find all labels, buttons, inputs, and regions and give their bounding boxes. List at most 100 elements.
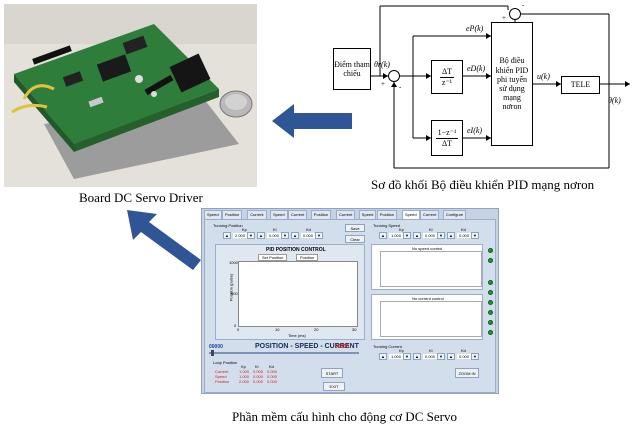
loop-header-ki: Ki (255, 364, 259, 369)
current-kp-inc-button[interactable]: ▼ (403, 353, 411, 360)
kd-label: Kd (306, 227, 311, 232)
tab-current[interactable]: Current (288, 210, 308, 219)
tab-current[interactable]: Current (247, 210, 267, 219)
speed-plot-area (380, 251, 482, 287)
kp-label: Kp (242, 227, 247, 232)
board-caption: Board DC Servo Driver (79, 190, 203, 205)
tab-position[interactable]: Position (376, 210, 398, 219)
current-ki-dec-button[interactable]: ▲ (413, 353, 421, 360)
current-chart: No current control (371, 294, 483, 340)
tab-speed[interactable]: Speed (402, 210, 420, 219)
kd-value[interactable]: 0.000 (301, 233, 316, 238)
current-ki-value[interactable]: 0.000 (423, 354, 438, 359)
integral-block: 1−z⁻¹ ΔT (431, 120, 463, 156)
tab-position[interactable]: Position (222, 210, 243, 219)
kp-inc-button[interactable]: ▼ (247, 232, 255, 239)
y-tick-2: 0 (234, 323, 237, 328)
speed-ki-inc-button[interactable]: ▼ (437, 232, 445, 239)
top-sum-minus: - (522, 1, 525, 9)
top-sum-plus: + (502, 14, 506, 22)
status-led (488, 248, 493, 253)
legend-position: Position (296, 254, 319, 261)
kp-value[interactable]: 2.000 (233, 233, 248, 238)
derivative-numerator: ΔT (439, 67, 455, 78)
tuning-position-label: Tunning Position (213, 223, 243, 228)
derivative-block: ΔT z⁻¹ (431, 60, 463, 94)
loop-row-value: 0.000 (267, 379, 278, 384)
ki-label: Ki (273, 227, 277, 232)
speed-ki-dec-button[interactable]: ▲ (413, 232, 421, 239)
right-counter: 00000 (335, 344, 349, 350)
loop-header-kd: Kd (269, 364, 274, 369)
psc-title: POSITION - SPEED - CURRENT (255, 343, 359, 350)
speed-kp-label: Kp (399, 227, 404, 232)
block-diagram-caption: Sơ đồ khối Bộ điều khiển PID mạng nơron (371, 177, 595, 192)
tab-current[interactable]: Current (420, 210, 440, 219)
speed-ki-label: Ki (429, 227, 433, 232)
tab-speed[interactable]: Speed (204, 210, 222, 219)
start-button[interactable]: START (321, 368, 343, 378)
loop-header-kp: Kp (241, 364, 246, 369)
ed-label: eD(k) (467, 64, 486, 73)
kd-inc-button[interactable]: ▼ (315, 232, 323, 239)
current-kp-dec-button[interactable]: ▲ (379, 353, 387, 360)
save-button[interactable]: Save (345, 224, 365, 232)
y-tick-1: 500 (231, 291, 238, 296)
zoom-in-button[interactable]: ZOOM IN (455, 368, 479, 378)
tab-position[interactable]: Position (310, 210, 332, 219)
ei-label: eI(k) (467, 126, 483, 135)
status-led (488, 290, 493, 295)
ki-dec-button[interactable]: ▲ (257, 232, 265, 239)
speed-kp-inc-button[interactable]: ▼ (403, 232, 411, 239)
speed-kp-value[interactable]: 1.000 (389, 233, 404, 238)
loop-row-value: 1.000 (239, 369, 250, 374)
ki-inc-button[interactable]: ▼ (281, 232, 289, 239)
board-photo-illustration (4, 4, 257, 187)
exit-button[interactable]: EXIT (323, 382, 345, 391)
current-ki-inc-button[interactable]: ▼ (437, 353, 445, 360)
clear-button[interactable]: Clear (345, 235, 365, 243)
slider-track[interactable] (209, 352, 359, 354)
board-photo (4, 4, 257, 187)
current-kp-value[interactable]: 1.000 (389, 354, 404, 359)
top-summing-junction (509, 8, 521, 20)
position-chart: PID POSITION CONTROL Set Position Positi… (215, 244, 365, 340)
arrow-left-icon (272, 104, 352, 138)
tab-configure[interactable]: Configure (442, 210, 467, 219)
speed-kd-inc-button[interactable]: ▼ (471, 232, 479, 239)
tab-current[interactable]: Current (336, 210, 356, 219)
current-kd-dec-button[interactable]: ▲ (447, 353, 455, 360)
loop-row-value: 0.000 (267, 369, 278, 374)
plot-area (238, 261, 358, 327)
left-counter: 00000 (209, 344, 223, 350)
theta-out-label: θ(k) (608, 96, 621, 105)
current-kd-inc-button[interactable]: ▼ (471, 353, 479, 360)
ep-label: eP(k) (466, 24, 484, 33)
speed-kd-dec-button[interactable]: ▲ (447, 232, 455, 239)
integral-numerator: 1−z⁻¹ (435, 128, 459, 139)
speed-kp-dec-button[interactable]: ▲ (379, 232, 387, 239)
y-tick-0: 1000 (229, 260, 238, 265)
slider-thumb[interactable] (211, 350, 214, 356)
loop-row-value: 0.000 (253, 379, 264, 384)
kd-dec-button[interactable]: ▲ (291, 232, 299, 239)
x-axis-label: Time (ms) (288, 333, 306, 338)
integral-denominator: ΔT (441, 138, 453, 148)
tab-speed[interactable]: Speed (358, 210, 377, 219)
software-caption: Phần mềm cấu hình cho động cơ DC Servo (232, 409, 457, 424)
sum-plus: + (381, 80, 385, 88)
ki-value[interactable]: 0.000 (267, 233, 282, 238)
status-led (488, 258, 493, 263)
pid-neural-block: Bộ điều khiển PID phi tuyến sử dụng mạng… (491, 22, 533, 146)
tab-speed[interactable]: Speed (270, 210, 288, 219)
loop-row-value: 1.000 (239, 374, 250, 379)
loop-row-name: Position (215, 379, 230, 384)
loop-row-value: 0.000 (253, 369, 264, 374)
speed-ki-value[interactable]: 0.000 (423, 233, 438, 238)
current-plot-area (380, 301, 482, 337)
current-kd-value[interactable]: 0.000 (457, 354, 472, 359)
kp-dec-button[interactable]: ▲ (223, 232, 231, 239)
plant-block: TELE (561, 76, 600, 94)
speed-kd-value[interactable]: 0.000 (457, 233, 472, 238)
